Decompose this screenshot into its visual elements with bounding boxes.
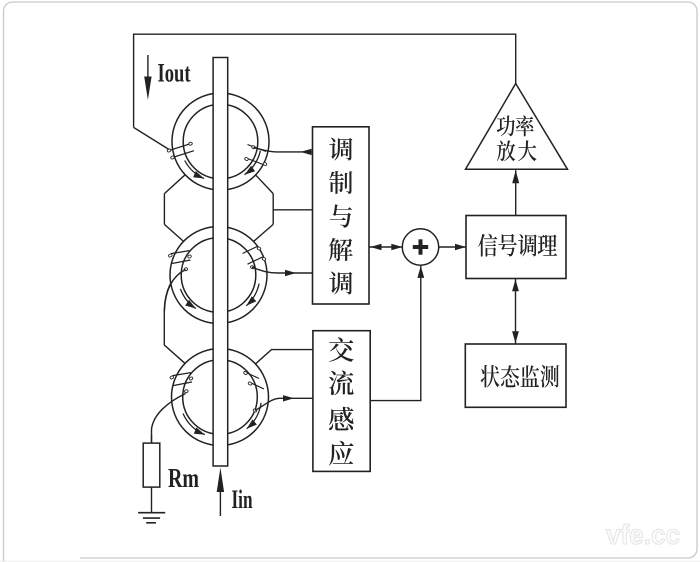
svg-text:Iin: Iin [232, 485, 253, 514]
svg-text:Rm: Rm [168, 463, 199, 493]
svg-text:Iout: Iout [158, 59, 191, 88]
svg-text:vfe.cc: vfe.cc [606, 519, 680, 550]
